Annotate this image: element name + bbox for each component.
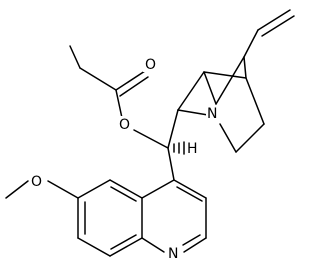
vinyl-group	[243, 9, 295, 58]
bond-q-n-c8a	[141, 237, 165, 253]
bond-q-c4a-c5	[109, 179, 143, 199]
bond-carbonyl-o-double-2	[119, 76, 149, 97]
bond-vinyl-double-1	[257, 9, 291, 31]
bond-n-c6	[219, 123, 237, 153]
bond-c2-n	[177, 109, 209, 116]
bond-q-c4-c3	[173, 179, 207, 199]
bond-c3-bridge	[203, 71, 217, 105]
bond-q-c4a-c5-inner	[110, 186, 137, 202]
atom-methoxy-o: O	[31, 174, 42, 190]
bond-ch3-ch2	[69, 45, 81, 69]
bond-carbonyl-ester-o	[115, 89, 123, 119]
atom-carbonyl-o: O	[145, 57, 156, 73]
bond-cage-vinyl	[243, 29, 259, 58]
mask-methoxy-o	[29, 173, 45, 189]
bond-q-c7-c8	[77, 237, 111, 257]
quinoline-ring	[77, 179, 207, 257]
bond-q-c2-n	[183, 237, 207, 253]
bond-q-c8-c8a-inner	[110, 234, 137, 250]
bond-carbonyl-o-double-1	[115, 70, 146, 91]
bond-vinyl-double-2	[261, 15, 295, 37]
chemical-structure: O O N H O N	[5, 9, 295, 262]
bond-n-c4	[215, 56, 245, 105]
methoxy-group	[5, 180, 79, 199]
atom-labels: O O N H O N	[29, 56, 220, 262]
bond-c7-c8	[245, 77, 265, 125]
bond-stereocenter-quinoline	[167, 147, 175, 181]
bond-c3-c4	[203, 71, 247, 79]
bond-methoxy-o-ch3	[5, 180, 29, 199]
bond-ch2-carbonyl	[79, 67, 117, 91]
mask-carbonyl-o	[143, 56, 157, 72]
atom-stereo-h: H	[187, 141, 198, 157]
bond-c2-c3	[177, 71, 205, 111]
bond-ester-o-stereocenter	[133, 129, 169, 149]
bond-c6-c7	[235, 123, 265, 153]
mask-ring-n	[166, 245, 182, 261]
bond-q-c8-c8a	[109, 237, 143, 257]
mask-stereo-h	[186, 140, 198, 156]
bond-q-c5-c6	[77, 179, 111, 199]
propanoate-group	[69, 45, 169, 149]
atom-bridge-n: N	[207, 106, 217, 122]
stereo-hash	[173, 141, 185, 155]
bond-c6-methoxy-o	[47, 180, 79, 199]
atom-ring-n: N	[168, 246, 178, 262]
quinuclidine-cage	[167, 56, 265, 153]
bond-stereocenter-c2	[167, 109, 179, 149]
atom-ester-o: O	[119, 117, 130, 133]
mask-bridge-n	[206, 105, 220, 121]
mask-ester-o	[117, 116, 131, 132]
structure-canvas: O O N H O N	[5, 9, 295, 262]
bond-c4-c8	[243, 56, 247, 79]
bond-q-c4-c3-inner	[176, 186, 203, 202]
bond-q-c2-n-inner	[182, 234, 201, 246]
bond-q-c4a-c4	[141, 179, 175, 199]
